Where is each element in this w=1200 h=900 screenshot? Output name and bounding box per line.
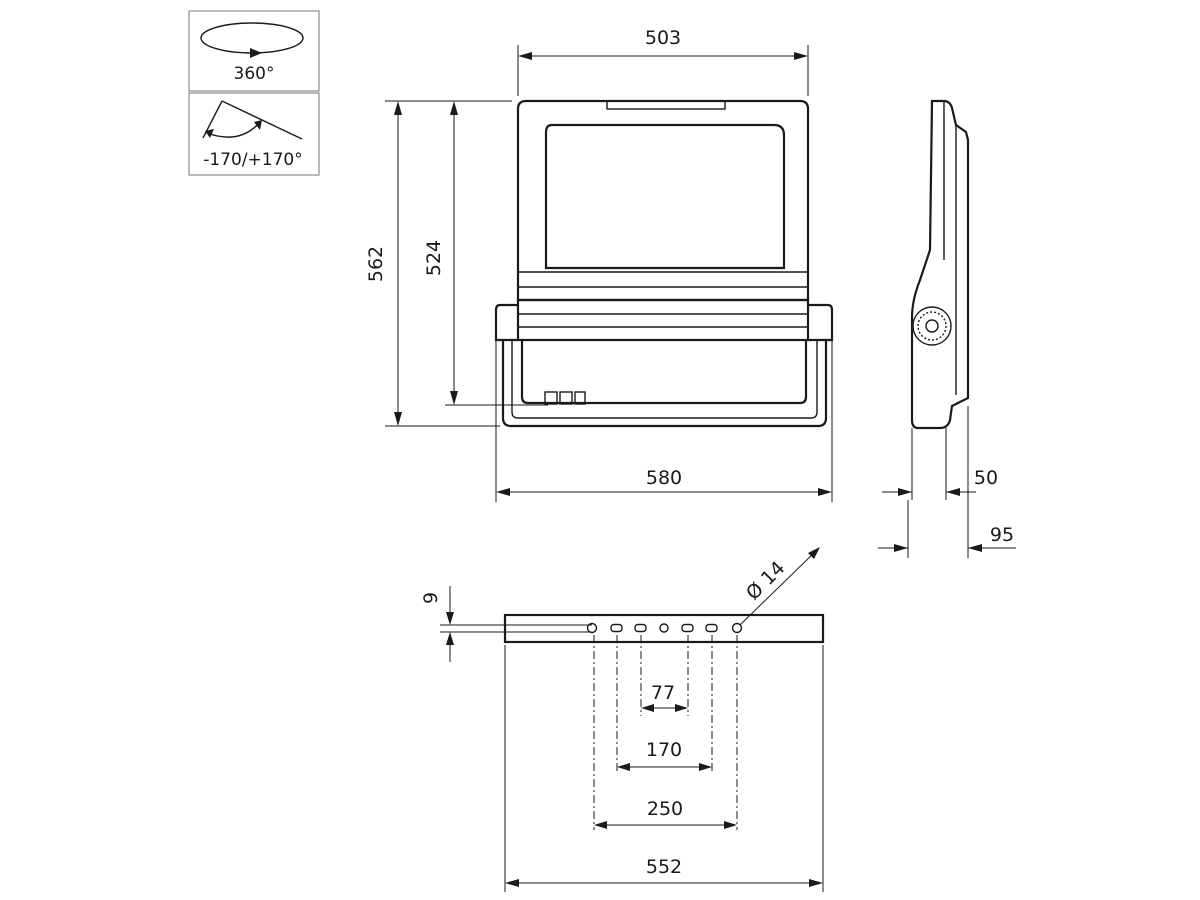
dim-hole-spacing-middle: 170 <box>646 739 682 761</box>
rotation-360-icon: 360° <box>188 10 320 92</box>
slot-hole-5 <box>705 623 718 633</box>
mount-hole-1 <box>586 622 598 634</box>
tilt-knob <box>912 306 952 346</box>
tilt-label: -170/+170° <box>203 150 303 170</box>
cable-gland-1 <box>544 391 558 405</box>
rear-body <box>520 340 808 405</box>
cable-gland-2 <box>559 391 573 405</box>
left-bracket-knob <box>494 303 518 342</box>
dim-total-height: 562 <box>365 246 387 282</box>
diameter-leader <box>739 550 817 626</box>
dim-body-height: 524 <box>423 240 445 276</box>
tilt-angle-icon: -170/+170° <box>188 92 320 176</box>
side-view: 50 95 <box>878 99 1016 558</box>
slot-hole-3 <box>634 623 647 633</box>
rotation-label: 360° <box>234 64 275 84</box>
dim-plate-thickness: 9 <box>420 592 442 604</box>
dim-depth-body: 50 <box>974 467 998 489</box>
dim-depth-total: 95 <box>990 524 1014 546</box>
dim-hole-spacing-outer: 250 <box>647 798 683 820</box>
dim-front-width: 503 <box>645 27 681 49</box>
dim-bracket-width: 580 <box>646 467 682 489</box>
front-view: 503 562 524 580 <box>365 27 834 502</box>
side-housing <box>910 99 970 430</box>
top-handle <box>606 100 726 110</box>
cable-gland-3 <box>574 391 586 405</box>
dim-hole-spacing-inner: 77 <box>651 682 675 704</box>
slot-hole-4 <box>681 623 694 633</box>
housing-outline <box>516 99 810 302</box>
dim-hole-diameter: Ø 14 <box>742 557 789 604</box>
center-hole <box>659 623 669 633</box>
mounting-plate-view: 9 Ø 14 77 170 250 552 <box>420 547 825 892</box>
dim-plate-width: 552 <box>646 856 682 878</box>
mount-hole-6 <box>731 622 743 634</box>
front-glass <box>544 123 786 270</box>
u-bracket <box>501 340 828 428</box>
right-bracket-knob <box>808 303 834 342</box>
mounting-plate <box>503 613 825 644</box>
lower-housing <box>516 298 810 342</box>
slot-hole-2 <box>610 623 623 633</box>
